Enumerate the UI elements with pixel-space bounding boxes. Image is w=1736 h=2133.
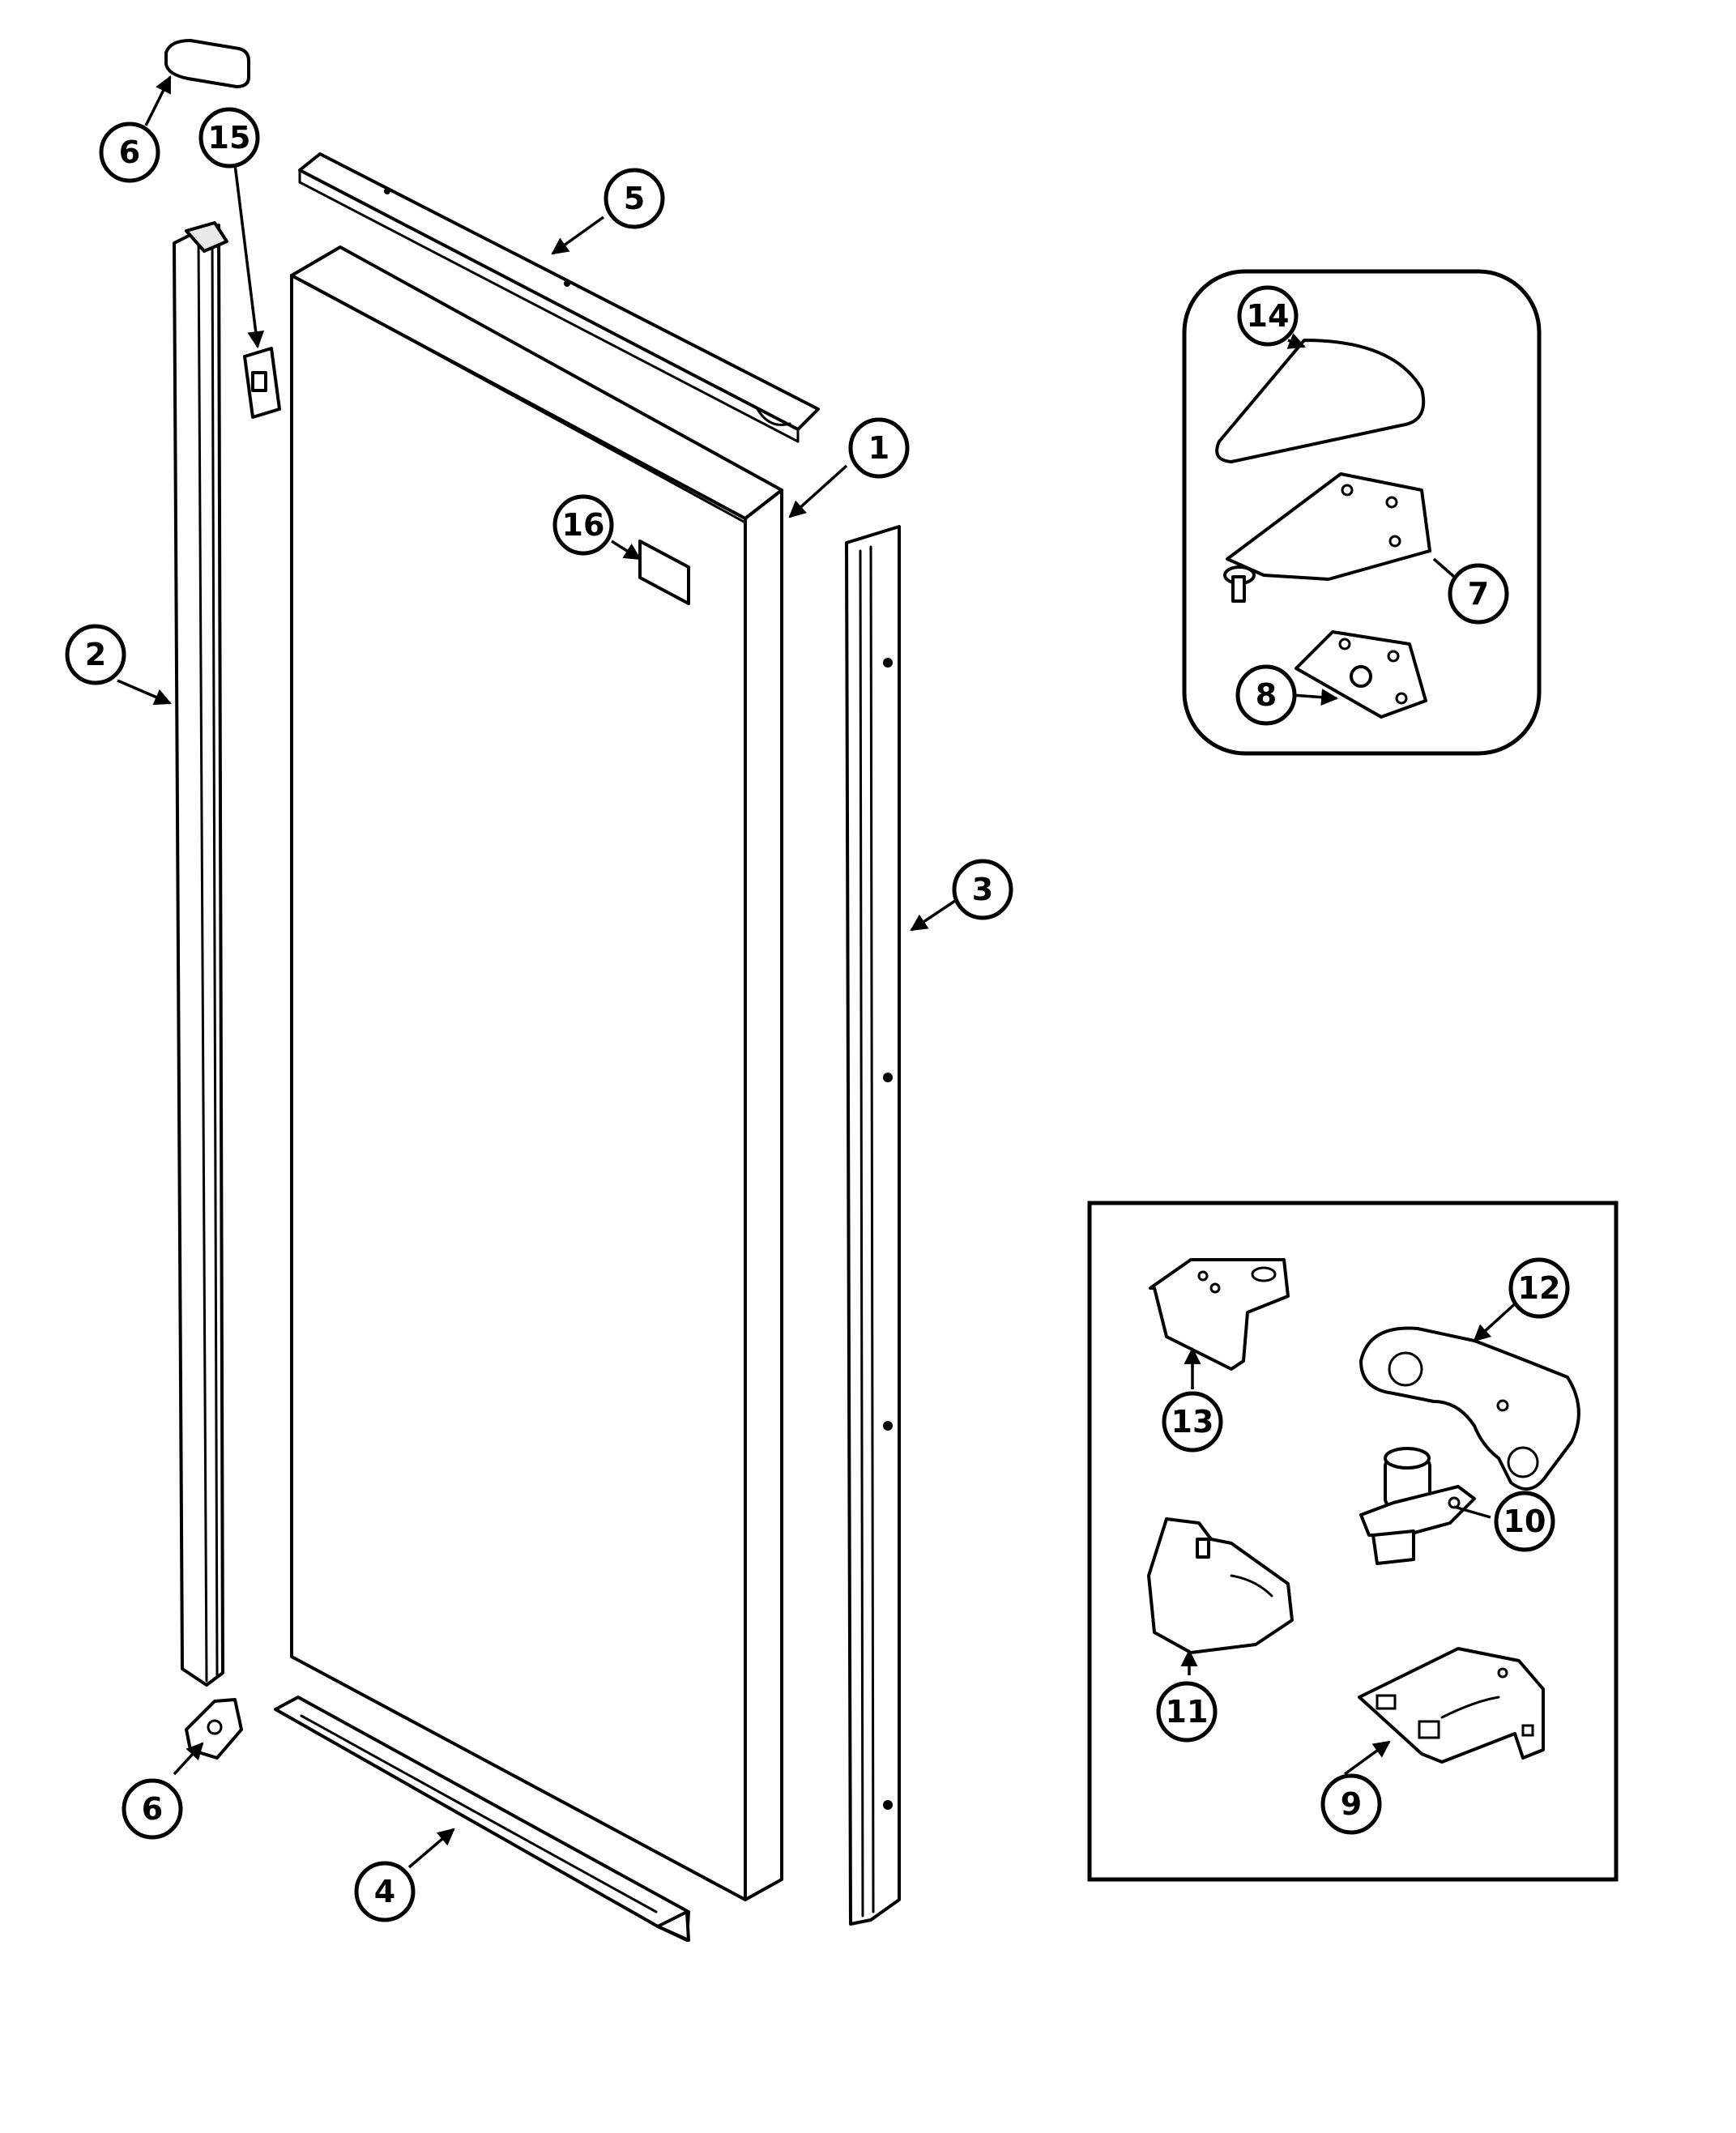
callout-5: 5 [604, 168, 665, 229]
hinge-clip-part [243, 347, 281, 419]
callout-8: 8 [1235, 664, 1297, 726]
callout-6-top: 6 [99, 122, 160, 183]
callout-16-label: 16 [562, 507, 605, 543]
lower-hinge-cover-part [1147, 1517, 1294, 1654]
callout-9: 9 [1320, 1773, 1382, 1835]
top-end-cap-part [164, 39, 250, 88]
callout-12-label: 12 [1518, 1270, 1561, 1306]
callout-14-label: 14 [1247, 298, 1290, 334]
callout-11: 11 [1156, 1681, 1218, 1743]
callout-6-bottom-label: 6 [142, 1791, 163, 1827]
callout-5-label: 5 [624, 181, 645, 216]
callout-8-label: 8 [1256, 677, 1277, 713]
door-label-part [638, 540, 690, 605]
callout-13-label: 13 [1171, 1404, 1214, 1440]
bottom-trim-part [274, 1696, 690, 1942]
callout-15: 15 [198, 107, 260, 169]
callout-7: 7 [1448, 563, 1509, 625]
left-handle-strip-part [173, 221, 228, 1687]
callout-7-label: 7 [1468, 576, 1489, 612]
door-panel-part [290, 245, 783, 1901]
callout-3: 3 [952, 859, 1013, 920]
top-trim-part [298, 152, 820, 443]
callout-6-bottom: 6 [122, 1778, 183, 1840]
hinge-cover-part [1215, 339, 1426, 463]
callout-4: 4 [354, 1861, 416, 1922]
hinge-shim-part [1295, 630, 1427, 719]
callout-13: 13 [1162, 1391, 1223, 1453]
bottom-hinge-bracket-part [1358, 1647, 1545, 1764]
callout-2-label: 2 [85, 637, 106, 672]
callout-3-label: 3 [972, 872, 993, 907]
hinge-pin-part [1359, 1447, 1476, 1565]
bottom-end-cap-part [185, 1698, 243, 1760]
callout-2: 2 [65, 624, 126, 685]
hinge-bracket-part [1149, 1258, 1290, 1371]
callout-16: 16 [552, 494, 614, 556]
leader-lines [117, 75, 1521, 1869]
callout-11-label: 11 [1166, 1694, 1209, 1730]
right-strip-part [845, 525, 901, 1926]
callout-10: 10 [1494, 1491, 1555, 1552]
callout-14: 14 [1237, 285, 1299, 347]
callout-1-label: 1 [868, 430, 889, 466]
upper-hinge-inset [1182, 269, 1542, 756]
top-hinge-part [1223, 472, 1431, 603]
callout-4-label: 4 [374, 1874, 395, 1909]
callout-1: 1 [848, 417, 910, 479]
callout-10-label: 10 [1504, 1504, 1546, 1539]
callout-15-label: 15 [208, 120, 251, 156]
callout-9-label: 9 [1341, 1786, 1362, 1822]
lower-hinge-inset [1087, 1201, 1619, 1882]
callout-12: 12 [1508, 1257, 1570, 1319]
callout-6-top-label: 6 [119, 134, 140, 170]
